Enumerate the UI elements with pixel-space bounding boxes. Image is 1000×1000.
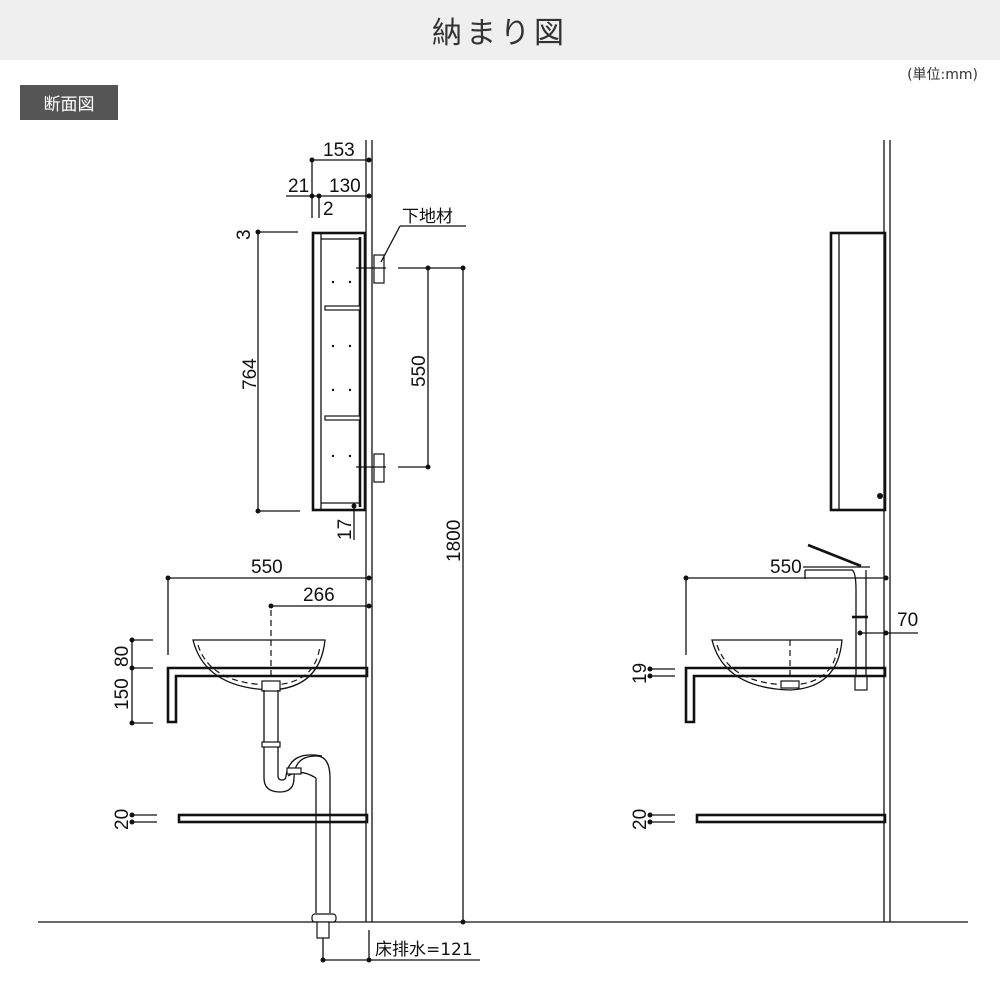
left-counter — [166, 666, 369, 724]
svg-text:3: 3 — [234, 229, 255, 240]
faucet — [803, 543, 870, 691]
title-bar: 納まり図 — [0, 0, 1000, 60]
svg-text:550: 550 — [770, 557, 802, 578]
svg-text:21: 21 — [288, 176, 309, 197]
unit-label: (単位:mm) — [907, 67, 978, 83]
dimension-1800: 1800 — [444, 265, 466, 925]
left-cabinet — [311, 231, 386, 512]
drain-trap-pipe — [261, 690, 337, 939]
svg-text:153: 153 — [323, 140, 355, 161]
svg-text:150: 150 — [112, 678, 133, 710]
svg-text:266: 266 — [303, 585, 335, 606]
svg-text:17: 17 — [335, 519, 356, 540]
right-shelf — [695, 813, 887, 824]
backing-callout: 下地材 — [380, 207, 466, 263]
dimension-20-right: 20 — [630, 809, 675, 830]
svg-text:130: 130 — [329, 176, 361, 197]
dimension-266: 266 — [268, 585, 372, 609]
left-shelf — [177, 813, 369, 824]
dimension-130: 21 130 2 — [286, 160, 372, 220]
svg-text:550: 550 — [251, 557, 283, 578]
svg-text:550: 550 — [409, 355, 430, 387]
svg-text:20: 20 — [630, 809, 651, 830]
right-bowl — [711, 639, 843, 691]
left-wall — [365, 140, 373, 922]
dimension-153: 153 — [309, 140, 372, 163]
dimension-550-counter-right: 550 — [683, 557, 889, 655]
svg-text:1800: 1800 — [444, 520, 465, 562]
svg-text:2: 2 — [323, 199, 334, 220]
dimension-550-mount: 550 — [398, 265, 463, 470]
svg-text:764: 764 — [240, 358, 261, 390]
svg-text:70: 70 — [897, 610, 918, 631]
right-counter — [684, 666, 887, 724]
dimension-20-left: 20 — [112, 809, 157, 830]
dimension-floor-drain: 床排水=121 — [320, 930, 480, 963]
section-label: 断面図 — [20, 85, 118, 120]
svg-text:19: 19 — [630, 663, 651, 684]
svg-text:20: 20 — [112, 809, 133, 830]
dimension-764: 3 764 — [234, 229, 300, 514]
right-cabinet — [829, 231, 887, 512]
svg-text:下地材: 下地材 — [402, 207, 453, 227]
left-bowl — [192, 610, 326, 692]
svg-text:床排水=121: 床排水=121 — [375, 940, 473, 960]
page-title: 納まり図 — [432, 16, 568, 51]
dimension-70: 70 — [857, 610, 918, 636]
dimension-17: 17 — [335, 503, 357, 540]
svg-text:80: 80 — [112, 646, 133, 667]
dimension-550-counter-left: 550 — [165, 557, 372, 655]
dimension-19: 19 — [630, 663, 675, 684]
dimension-80-150: 80 150 — [112, 637, 153, 726]
